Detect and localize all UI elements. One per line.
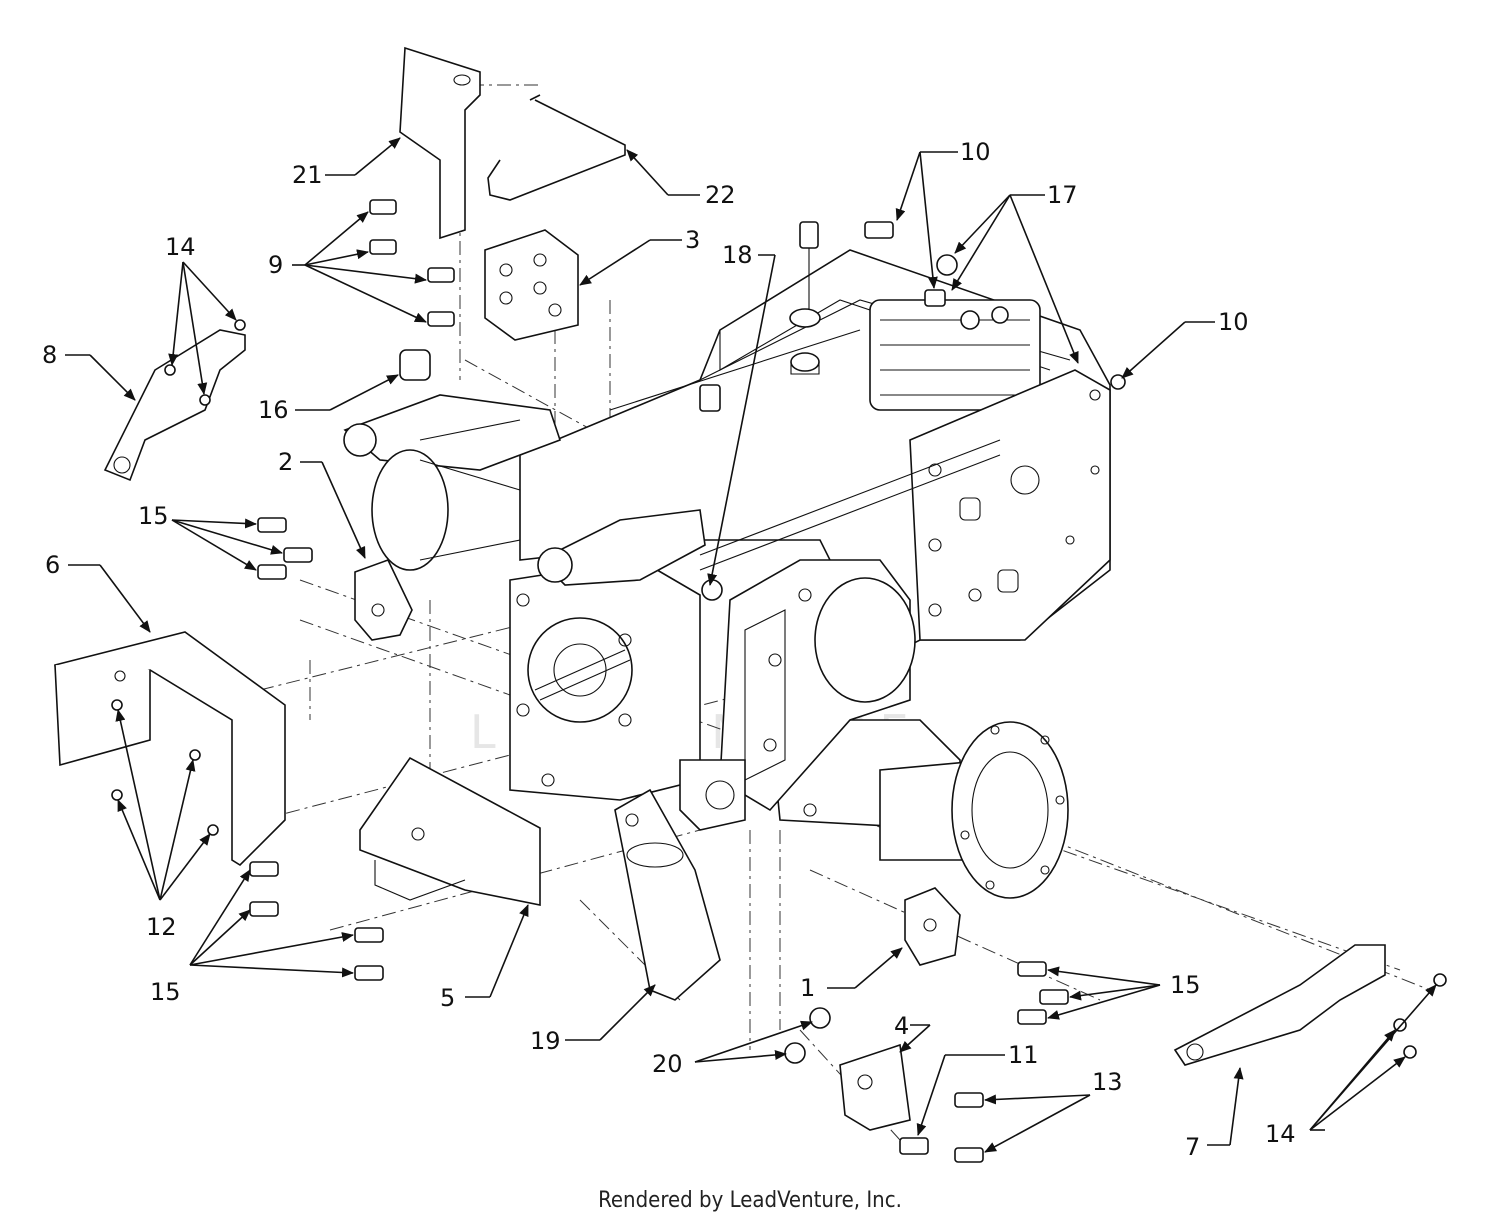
callout-label: 19 <box>530 1027 561 1055</box>
callout-label: 10 <box>1218 308 1249 336</box>
callout-leaders <box>65 137 1437 1153</box>
part-3-plate <box>484 229 579 341</box>
callout-label: 9 <box>268 251 283 279</box>
callout-label: 14 <box>1265 1120 1296 1148</box>
part-19-cylinder <box>614 788 721 1001</box>
callout-label: 11 <box>1008 1041 1039 1069</box>
callout-label: 14 <box>165 233 196 261</box>
callout-label: 16 <box>258 396 289 424</box>
callout-label: 13 <box>1092 1068 1123 1096</box>
callout-label: 12 <box>146 913 177 941</box>
part-5-bracket <box>359 756 541 906</box>
part-6-shield <box>54 631 286 867</box>
part-7-bracket <box>1173 944 1386 1066</box>
callout-label: 15 <box>150 978 181 1006</box>
callout-label: 7 <box>1185 1133 1200 1161</box>
callout-label: 18 <box>722 241 753 269</box>
callout-label: 3 <box>685 226 700 254</box>
part-4-flange <box>839 1043 911 1131</box>
fasteners <box>111 199 1447 1163</box>
callout-label: 15 <box>1170 971 1201 999</box>
callout-label: 6 <box>45 551 60 579</box>
callout-labels: 1 2 3 4 5 6 7 8 9 10 10 11 12 13 14 14 1… <box>42 138 1296 1161</box>
footer-credit: Rendered by LeadVenture, Inc. <box>598 1188 902 1213</box>
callout-label: 17 <box>1047 181 1078 209</box>
part-21-bracket <box>399 46 481 240</box>
part-22-rod <box>487 94 626 201</box>
callout-label: 10 <box>960 138 991 166</box>
part-1-mount <box>904 887 961 966</box>
callout-label: 15 <box>138 502 169 530</box>
transaxle-assembly <box>343 221 1111 899</box>
part-2-mount <box>354 559 413 641</box>
callout-label: 1 <box>800 974 815 1002</box>
callout-label: 4 <box>894 1012 909 1040</box>
callout-label: 8 <box>42 341 57 369</box>
callout-label: 20 <box>652 1050 683 1078</box>
callout-label: 21 <box>292 161 323 189</box>
callout-label: 5 <box>440 984 455 1012</box>
part-8-bracket <box>103 329 246 482</box>
callout-label: 2 <box>278 448 293 476</box>
callout-label: 22 <box>705 181 736 209</box>
